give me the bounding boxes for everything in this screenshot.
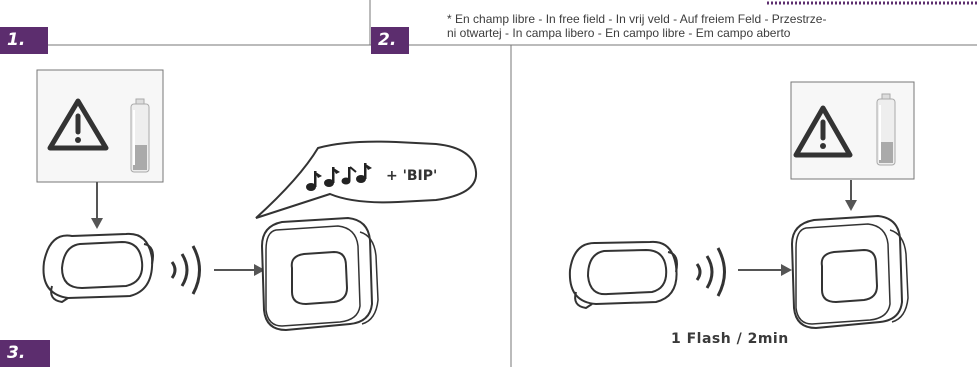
speech-bubble <box>255 140 478 219</box>
sensor-icon <box>42 232 154 304</box>
signal-waves-icon-right <box>695 247 726 297</box>
signal-waves-icon <box>170 245 201 295</box>
low-battery-box-right <box>790 81 915 180</box>
step-badge-2: 2. <box>371 27 409 54</box>
battery-icon <box>130 98 150 173</box>
receiver-icon-right <box>790 214 909 330</box>
free-field-note-line2: ni otwartej - In campa libero - En campo… <box>447 26 791 40</box>
step-badge-1: 1. <box>0 27 48 54</box>
warning-icon <box>47 98 109 151</box>
bip-label: + 'BIP' <box>386 168 438 184</box>
receiver-icon <box>260 216 379 332</box>
step-badge-3: 3. <box>0 340 50 367</box>
warning-icon-right <box>793 105 853 158</box>
free-field-note-line1: * En champ libre - In free field - In vr… <box>447 12 827 26</box>
flash-status-label: 1 Flash / 2min <box>671 331 789 347</box>
music-notes-icon <box>306 163 372 191</box>
battery-icon-right <box>876 93 896 166</box>
free-field-note: * En champ libre - In free field - In vr… <box>447 12 967 40</box>
sensor-icon-right <box>568 240 678 310</box>
low-battery-box <box>36 69 164 183</box>
